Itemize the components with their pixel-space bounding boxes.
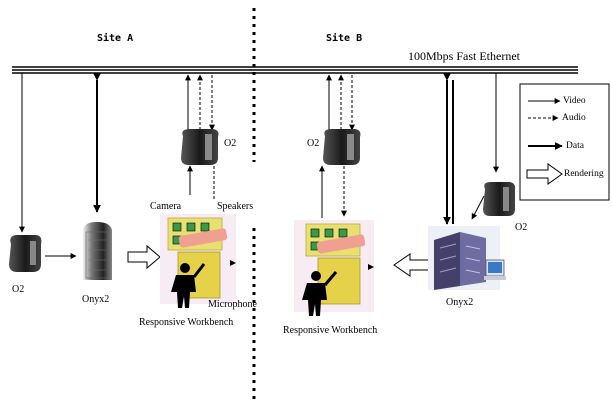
legend-audio-label: Audio bbox=[562, 113, 586, 123]
o2-workstation-site-b bbox=[323, 129, 361, 165]
o2-site-b-label: O2 bbox=[307, 138, 320, 149]
rendering-arrow-a bbox=[127, 244, 161, 270]
site-a-label: Site A bbox=[97, 33, 134, 44]
onyx2-server-site-b bbox=[428, 226, 506, 290]
o2-workstation-far-left bbox=[9, 235, 42, 272]
o2-workstation-right bbox=[483, 182, 516, 216]
camera-label: Camera bbox=[150, 201, 182, 212]
microphone-label: Microphone bbox=[208, 299, 257, 310]
workbench-a-label: Responsive Workbench bbox=[139, 317, 234, 328]
onyx2-b-label: Onyx2 bbox=[446, 297, 474, 308]
o2-site-a-label: O2 bbox=[224, 138, 237, 149]
ethernet-label: 100Mbps Fast Ethernet bbox=[408, 49, 520, 63]
legend-video-label: Video bbox=[563, 96, 586, 106]
workbench-b-label: Responsive Workbench bbox=[283, 325, 378, 336]
o2-workstation-site-a bbox=[181, 129, 219, 165]
responsive-workbench-b bbox=[294, 220, 374, 316]
legend-box bbox=[519, 83, 610, 201]
o2-right-label: O2 bbox=[515, 222, 528, 233]
video-arrow-o2-to-onyx-b bbox=[471, 195, 485, 220]
speakers-label: Speakers bbox=[217, 201, 254, 212]
o2-far-left-label: O2 bbox=[12, 284, 25, 295]
legend-rendering-swatch bbox=[526, 163, 563, 185]
legend-data-label: Data bbox=[566, 141, 584, 151]
onyx2-server-site-a bbox=[83, 222, 112, 280]
microphone-marker-a bbox=[230, 260, 236, 266]
rendering-arrow-b bbox=[393, 253, 433, 277]
ethernet-bus bbox=[12, 66, 578, 74]
onyx2-a-label: Onyx2 bbox=[82, 294, 110, 305]
site-b-label: Site B bbox=[326, 33, 363, 44]
responsive-workbench-a bbox=[160, 214, 236, 308]
legend-rendering-label: Rendering bbox=[564, 169, 604, 179]
microphone-marker-b bbox=[368, 264, 374, 270]
